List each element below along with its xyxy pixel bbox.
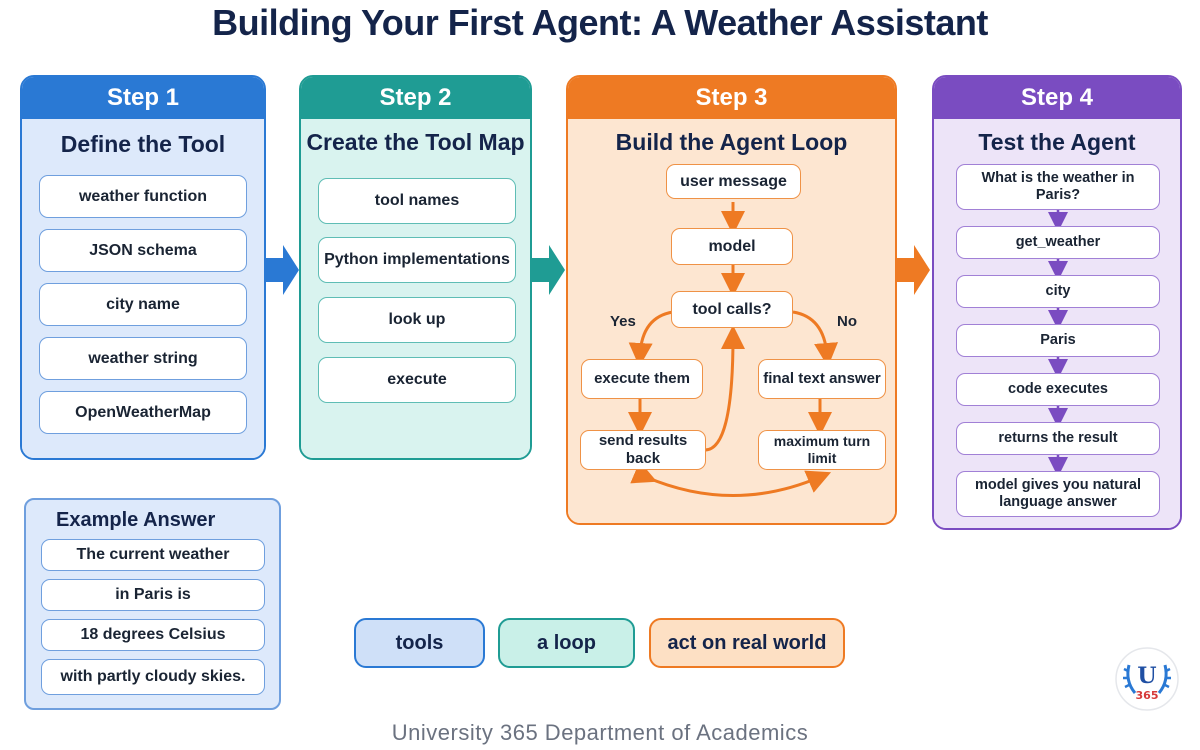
example-line-2: in Paris is xyxy=(41,579,265,611)
test-item-get-weather: get_weather xyxy=(956,226,1160,259)
step-3-to-4-arrow-icon xyxy=(897,245,930,295)
step-2-to-3-arrow-icon xyxy=(532,245,565,295)
step-1-item-weather-string: weather string xyxy=(39,337,247,380)
footer-credit: University 365 Department of Academics xyxy=(391,720,809,745)
step-3-header: Step 3 xyxy=(568,77,895,119)
loop-node-execute-them: execute them xyxy=(581,359,703,399)
page-title: Building Your First Agent: A Weather Ass… xyxy=(212,2,988,43)
no-label: No xyxy=(837,313,857,330)
loop-node-model: model xyxy=(671,228,793,265)
yes-label: Yes xyxy=(610,313,636,330)
step-2-panel: Step 2 Create the Tool Map tool names Py… xyxy=(299,75,532,460)
step-4-title: Test the Agent xyxy=(978,129,1136,155)
example-line-1: The current weather xyxy=(41,539,265,571)
loop-node-maximum-turn-limit: maximum turn limit xyxy=(758,430,886,470)
step-1-item-weather-function: weather function xyxy=(39,175,247,218)
logo-number: 365 xyxy=(1136,689,1159,702)
step-2-item-execute: execute xyxy=(318,357,516,403)
loop-node-tool-calls: tool calls? xyxy=(671,291,793,328)
step-1-item-json-schema: JSON schema xyxy=(39,229,247,272)
test-item-paris: Paris xyxy=(956,324,1160,357)
example-line-3: 18 degrees Celsius xyxy=(41,619,265,651)
step-1-item-openweathermap: OpenWeatherMap xyxy=(39,391,247,434)
test-item-question: What is the weather in Paris? xyxy=(956,164,1160,210)
step-4-panel: Step 4 Test the Agent What is the weathe… xyxy=(932,75,1182,530)
step-1-panel: Step 1 Define the Tool weather function … xyxy=(20,75,266,460)
loop-node-user-message: user message xyxy=(666,164,801,199)
step-1-title: Define the Tool xyxy=(60,131,226,157)
step-2-body: Create the Tool Map tool names Python im… xyxy=(301,119,530,458)
step-1-to-2-arrow-icon xyxy=(266,245,299,295)
test-flow-connectors xyxy=(1048,210,1068,477)
step-3-title: Build the Agent Loop xyxy=(615,129,848,155)
test-item-city: city xyxy=(956,275,1160,308)
step-2-title: Create the Tool Map xyxy=(306,129,525,155)
example-answer-title: Example Answer xyxy=(56,509,216,531)
step-3-panel: Step 3 Build the Agent Loop user message… xyxy=(566,75,897,525)
step-1-header: Step 1 xyxy=(22,77,264,119)
step-2-item-tool-names: tool names xyxy=(318,178,516,224)
step-4-header: Step 4 xyxy=(934,77,1180,119)
pill-a-loop: a loop xyxy=(498,618,635,668)
step-2-item-look-up: look up xyxy=(318,297,516,343)
loop-node-send-results-back: send results back xyxy=(580,430,706,470)
university-365-logo-icon: U 365 xyxy=(1115,647,1179,711)
test-item-returns-result: returns the result xyxy=(956,422,1160,455)
step-3-body: Build the Agent Loop user message model … xyxy=(568,119,895,523)
pill-tools: tools xyxy=(354,618,485,668)
step-1-item-city-name: city name xyxy=(39,283,247,326)
logo-letter: U xyxy=(1137,663,1156,689)
step-4-body: Test the Agent What is the weather in Pa… xyxy=(934,119,1180,528)
loop-node-final-text-answer: final text answer xyxy=(758,359,886,399)
example-answer-panel: Example Answer The current weather in Pa… xyxy=(24,498,281,710)
step-2-header: Step 2 xyxy=(301,77,530,119)
example-line-4: with partly cloudy skies. xyxy=(41,659,265,695)
step-1-body: Define the Tool weather function JSON sc… xyxy=(22,119,264,458)
step-2-item-python-implementations: Python implementations xyxy=(318,237,516,283)
agent-loop-connectors xyxy=(628,202,839,497)
pill-act-on-real-world: act on real world xyxy=(649,618,845,668)
test-item-natural-answer: model gives you natural language answer xyxy=(956,471,1160,517)
test-item-code-executes: code executes xyxy=(956,373,1160,406)
